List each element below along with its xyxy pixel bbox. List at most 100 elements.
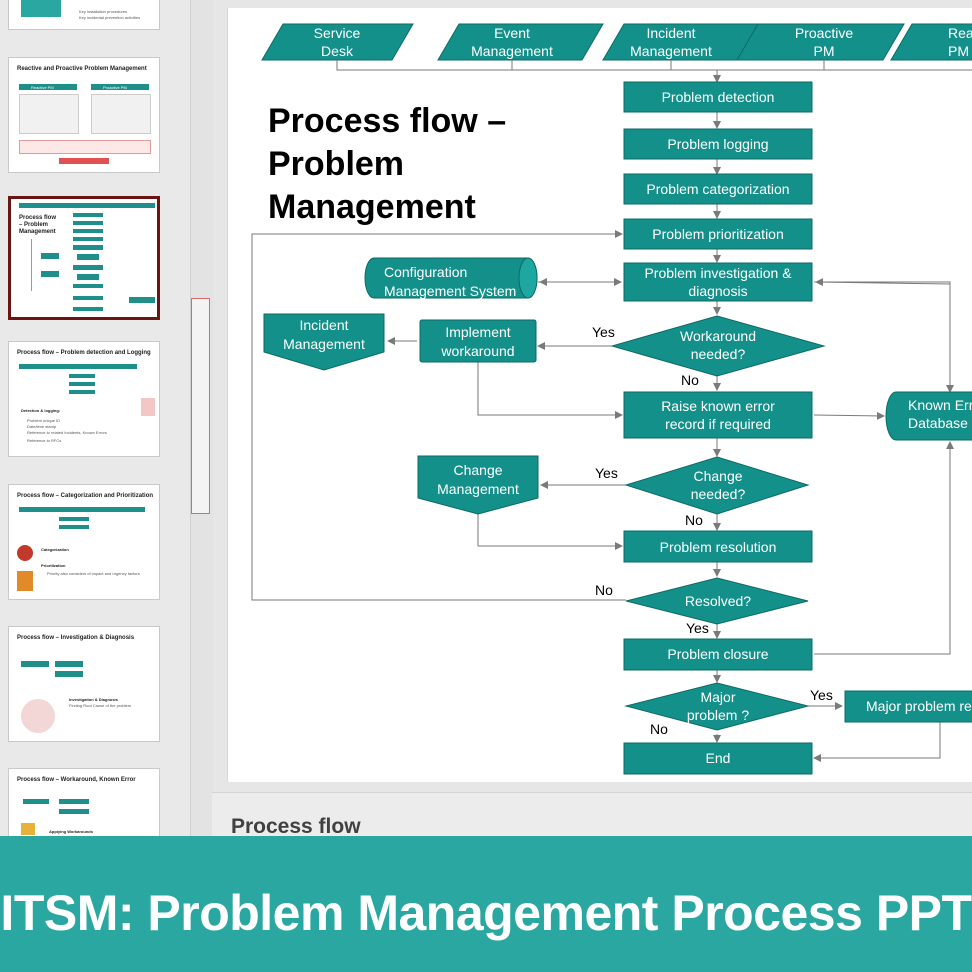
- decision-label: Workaround: [680, 328, 756, 344]
- incident-management-offpage: Incident Management: [263, 313, 385, 371]
- thumb-title: Process flow – Problem detection and Log…: [17, 350, 151, 356]
- connector: [477, 514, 623, 550]
- decision-label: Resolved?: [685, 593, 751, 609]
- thumb-image: [17, 545, 33, 561]
- edge-label-no: No: [650, 721, 668, 737]
- cms-label: Management System: [384, 283, 516, 299]
- decision-change-needed: Change needed?: [624, 456, 810, 515]
- thumb-line: Detection & logging:: [21, 408, 61, 413]
- thumb-shape: [129, 297, 155, 303]
- thumb-shape: [19, 364, 137, 369]
- thumb-line: Proactive PM: [103, 85, 127, 90]
- thumb-shape: [69, 390, 95, 394]
- edge-label-yes: Yes: [686, 620, 709, 636]
- kedb-label: Database: [908, 415, 968, 431]
- thumb-shape: [19, 203, 155, 208]
- thumb-title: Process flow – Workaround, Known Error: [17, 777, 136, 783]
- connector: [477, 362, 623, 419]
- step-label: record if required: [665, 416, 771, 432]
- slide-thumbnail-pane[interactable]: Key installation procedures Key incident…: [0, 0, 190, 836]
- connector: [815, 278, 951, 287]
- decision-label: Change: [693, 468, 742, 484]
- thumb-shape: [69, 382, 95, 386]
- connector: [813, 411, 885, 420]
- offpage-label: Change: [453, 462, 502, 478]
- thumb-shape: [91, 84, 149, 90]
- thumb-shape: [73, 296, 103, 300]
- promo-banner: ITSM: Problem Management Process PPT: [0, 836, 972, 972]
- step-label: Raise known error: [661, 398, 775, 414]
- step-end: End: [623, 742, 813, 775]
- offpage-label: Management: [283, 336, 365, 352]
- decision-label: needed?: [691, 346, 746, 362]
- step-label: Problem resolution: [660, 539, 777, 555]
- thumb-title: Process flow – Investigation & Diagnosis: [17, 635, 135, 641]
- kedb-label: Known Error: [908, 397, 972, 413]
- thumb-shape: [73, 229, 103, 233]
- banner-title: ITSM: Problem Management Process PPT: [0, 885, 972, 941]
- thumb-shape: [59, 158, 109, 164]
- connector: [814, 281, 954, 393]
- step-label: diagnosis: [688, 283, 747, 299]
- slide-thumbnail-6[interactable]: Process flow – Investigation & Diagnosis…: [8, 626, 160, 742]
- step-known-error-record: Raise known error record if required: [623, 391, 813, 439]
- slide-thumbnail-4[interactable]: Process flow – Problem detection and Log…: [8, 341, 160, 457]
- presentation-window: Key installation procedures Key incident…: [0, 0, 972, 836]
- thumb-shape: [55, 671, 83, 677]
- slide-thumbnail-7[interactable]: Process flow – Workaround, Known Error A…: [8, 768, 160, 836]
- thumb-shape: [77, 274, 99, 280]
- thumb-shape: [91, 94, 151, 134]
- thumb-line: Date/time stamp: [27, 424, 57, 429]
- slide-canvas[interactable]: Process flow – Problem Management Servic…: [227, 8, 972, 782]
- slide-thumbnail-2[interactable]: Reactive and Proactive Problem Managemen…: [8, 57, 160, 173]
- step-label: Problem logging: [667, 136, 768, 152]
- thumb-line: Reactive PM: [31, 85, 54, 90]
- decision-major-problem: Major problem ?: [624, 682, 810, 731]
- slide-thumbnail-1[interactable]: Key installation procedures Key incident…: [8, 0, 160, 30]
- step-problem-prioritization: Problem prioritization: [623, 218, 813, 250]
- thumb-title: Process flow – Categorization and Priori…: [17, 493, 154, 499]
- slide-thumbnail-3-selected[interactable]: Process flow – Problem Management: [8, 196, 160, 320]
- decision-label: Major: [700, 689, 735, 705]
- connector: [814, 441, 954, 655]
- thumb-shape: [77, 254, 99, 260]
- cms-label: Configuration: [384, 264, 467, 280]
- notes-pane[interactable]: Process flow: [212, 792, 972, 836]
- thumb-shape: [23, 799, 49, 804]
- thumb-connector: [31, 239, 32, 291]
- decision-label: problem ?: [687, 707, 749, 723]
- edge-label-yes: Yes: [810, 687, 833, 703]
- step-problem-detection: Problem detection: [623, 81, 813, 113]
- thumb-line: Reference to RFCs: [27, 438, 62, 443]
- slide-thumbnail-5[interactable]: Process flow – Categorization and Priori…: [8, 484, 160, 600]
- thumb-line: Key incidental prevention activities: [79, 15, 141, 20]
- thumb-line: Key installation procedures: [79, 9, 128, 14]
- edge-label-no: No: [681, 372, 699, 388]
- step-problem-resolution: Problem resolution: [623, 530, 813, 563]
- thumb-line: Categorization: [41, 547, 69, 552]
- decision-workaround-needed: Workaround needed?: [610, 315, 826, 377]
- thumb-shape: [73, 265, 103, 270]
- thumbnail-scrollbar[interactable]: [190, 0, 213, 836]
- thumb-shape: [55, 661, 83, 667]
- edge-label-yes: Yes: [592, 324, 615, 340]
- edge-label-no: No: [685, 512, 703, 528]
- thumb-shape: [73, 307, 103, 311]
- notes-title: Process flow: [231, 815, 361, 836]
- scrollbar-thumb[interactable]: [191, 298, 210, 514]
- step-problem-categorization: Problem categorization: [623, 173, 813, 205]
- implement-workaround-box: Implement workaround: [419, 319, 537, 363]
- step-major-problem-review: Major problem review: [844, 690, 972, 723]
- thumb-line: Problem unique ID: [27, 418, 61, 423]
- step-label: Problem detection: [662, 89, 775, 105]
- thumb-line: Applying Workarounds: [49, 829, 93, 834]
- offpage-label: Incident: [299, 317, 348, 333]
- thumb-shape: [73, 245, 103, 250]
- connector: [813, 722, 941, 762]
